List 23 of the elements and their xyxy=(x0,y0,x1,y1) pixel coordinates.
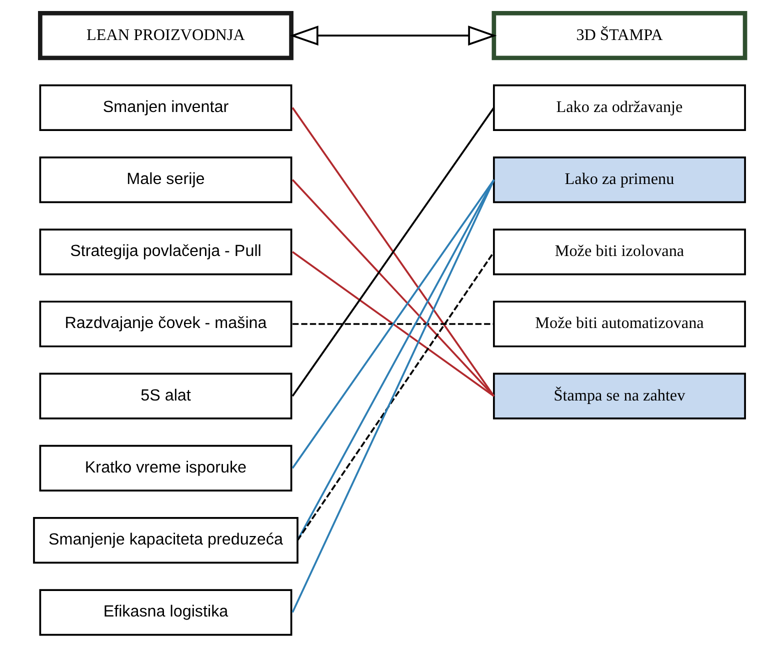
node-box: 3D ŠTAMPA xyxy=(492,11,748,60)
connector xyxy=(292,179,495,469)
node-box: Lako za održavanje xyxy=(492,84,746,131)
connector xyxy=(292,251,494,397)
node-box: LEAN PROIZVODNJA xyxy=(38,11,294,60)
node-box: Može biti izolovana xyxy=(492,228,746,276)
node-box: Efikasna logistika xyxy=(39,589,292,636)
node-box: Smanjenje kapaciteta preduzeća xyxy=(33,517,298,564)
node-box: 5S alat xyxy=(39,372,292,420)
node-box: Smanjen inventar xyxy=(39,84,292,131)
node-box: Lako za primenu xyxy=(492,156,746,204)
node-box: Može biti automatizovana xyxy=(492,300,746,348)
node-box: Male serije xyxy=(39,156,292,204)
node-box: Strategija povlačenja - Pull xyxy=(39,228,292,276)
connector xyxy=(296,251,495,541)
connector xyxy=(292,323,494,325)
connector xyxy=(292,107,495,397)
connector xyxy=(292,179,495,613)
arrow xyxy=(290,26,497,46)
connector xyxy=(292,179,495,397)
node-box: Razdvajanje čovek - mašina xyxy=(39,300,292,348)
node-box: Štampa se na zahtev xyxy=(492,372,746,420)
node-box: Kratko vreme isporuke xyxy=(39,444,292,492)
